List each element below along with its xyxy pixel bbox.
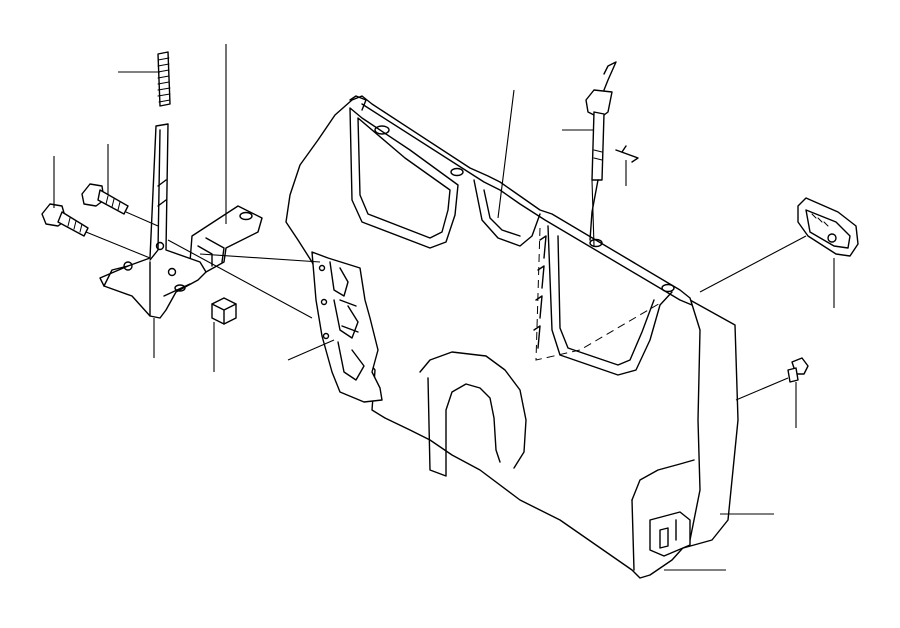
push-rivet xyxy=(787,357,809,383)
hinge-bolt-upper xyxy=(81,183,129,215)
callout-seat-back-panel xyxy=(497,89,515,219)
threaded-stud xyxy=(157,51,171,107)
callout-leaders xyxy=(53,44,835,571)
side-mount-rail xyxy=(311,251,383,403)
hinge-bolt-lower xyxy=(41,203,89,237)
seat-back-panel xyxy=(285,95,739,579)
lower-trim-clip xyxy=(649,511,691,557)
release-handle-cover xyxy=(797,197,859,257)
hinge-bracket xyxy=(99,123,207,319)
retaining-clip xyxy=(615,145,639,163)
assembly-guides xyxy=(85,179,807,401)
flange-nut xyxy=(211,297,237,325)
callout-side-mount-rail xyxy=(287,339,335,361)
latch-rod xyxy=(585,61,617,241)
